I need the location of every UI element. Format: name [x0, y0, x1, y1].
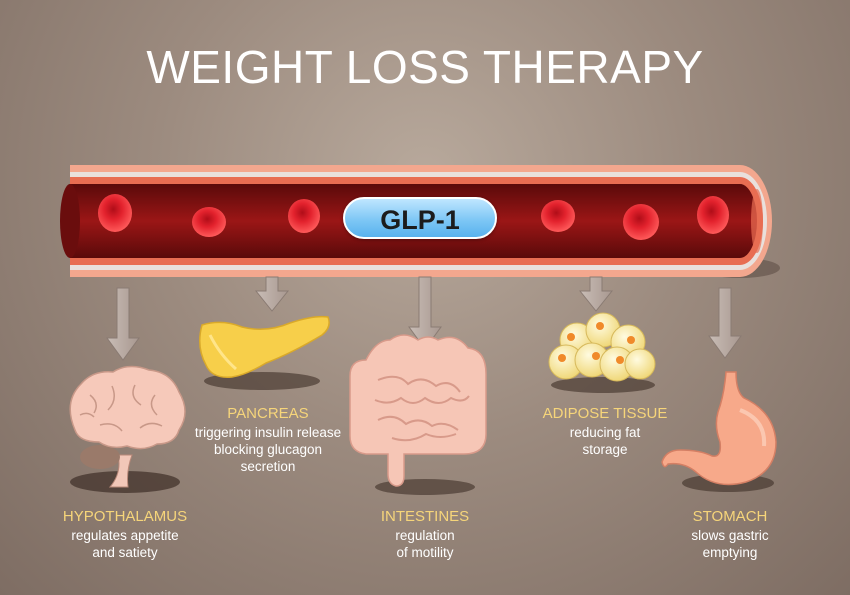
stomach-title: STOMACH	[692, 508, 768, 525]
stomach-desc-line: slows gastric	[691, 528, 769, 543]
red-blood-cells	[98, 194, 729, 240]
adipose-tissue-label: ADIPOSE TISSUE reducing fat storage	[525, 404, 685, 458]
glp1-badge: GLP-1	[343, 197, 497, 239]
arrow-down-icon	[254, 276, 290, 312]
red-blood-cell	[697, 196, 729, 234]
arrows	[106, 276, 742, 361]
pancreas-desc-line: blocking glucagon	[213, 442, 323, 457]
stomach-desc-line: emptying	[702, 545, 758, 560]
brain-icon	[69, 365, 186, 493]
hypothalamus-desc-line: regulates appetite	[71, 528, 179, 543]
page-title: WEIGHT LOSS THERAPY	[146, 41, 704, 93]
hypothalamus-label: HYPOTHALAMUS regulates appetite and sati…	[40, 507, 210, 561]
intestines-desc-line: of motility	[396, 545, 454, 560]
intestines-title: INTESTINES	[380, 508, 470, 525]
red-blood-cell	[192, 207, 226, 237]
pancreas-desc-line: triggering insulin release	[194, 425, 342, 440]
hypothalamus-title: HYPOTHALAMUS	[62, 508, 188, 525]
red-blood-cell	[288, 199, 320, 233]
stomach-icon	[661, 371, 777, 492]
red-blood-cell	[98, 194, 132, 232]
stomach-label: STOMACH slows gastric emptying	[660, 507, 800, 561]
adipose-tissue-title: ADIPOSE TISSUE	[542, 405, 668, 422]
pancreas-icon	[199, 315, 330, 390]
pancreas-title: PANCREAS	[227, 405, 309, 422]
intestines-icon	[349, 334, 487, 495]
adipose-tissue-desc-line: reducing fat	[569, 425, 641, 440]
arrow-down-icon	[578, 276, 614, 312]
red-blood-cell	[541, 200, 575, 232]
hypothalamus-desc-line: and satiety	[92, 545, 158, 560]
pancreas-desc-line: secretion	[240, 459, 296, 474]
intestines-label: INTESTINES regulation of motility	[345, 507, 505, 561]
arrow-down-icon	[708, 287, 742, 359]
adipose-tissue-icon	[548, 312, 656, 393]
red-blood-cell	[623, 204, 659, 240]
intestines-desc-line: regulation	[395, 528, 455, 543]
adipose-tissue-desc-line: storage	[582, 442, 628, 457]
arrow-down-icon	[106, 287, 140, 361]
pancreas-label: PANCREAS triggering insulin release bloc…	[183, 404, 353, 475]
